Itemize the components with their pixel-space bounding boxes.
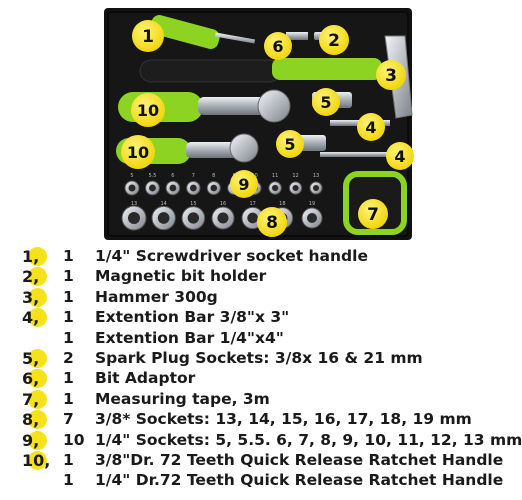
socket-hole (169, 184, 177, 192)
svg-text:10: 10 (137, 101, 159, 120)
socket-size-label: 5.5 (148, 173, 156, 179)
callout-badge-2: 2 (319, 25, 349, 55)
socket-size-label: 7 (192, 173, 195, 179)
bit-adaptor (286, 32, 308, 40)
callout-badge-5-bottom: 5 (276, 130, 304, 158)
svg-text:2: 2 (328, 31, 340, 51)
socket-size-label: 17 (249, 201, 255, 207)
socket-hole (128, 184, 136, 192)
socket-hole (292, 184, 299, 192)
callout-badge-4-top: 4 (357, 113, 385, 141)
socket-hole (157, 212, 170, 224)
socket-hole (307, 213, 317, 223)
svg-text:3: 3 (385, 66, 397, 86)
number-badge (28, 247, 47, 266)
number-badge (28, 369, 47, 389)
svg-text:7: 7 (367, 205, 379, 225)
number-badge (28, 308, 47, 328)
number-badge (28, 430, 47, 450)
socket-hole (149, 184, 156, 192)
socket-hole (272, 184, 279, 192)
number-badge (28, 348, 47, 368)
socket-size-label: 6 (171, 173, 174, 179)
svg-text:5: 5 (320, 93, 331, 112)
callout-badge-3: 3 (376, 60, 406, 90)
number-badge (28, 410, 47, 430)
callout-badge-4-bottom: 4 (386, 142, 414, 170)
socket-hole (187, 212, 199, 224)
socket-size-label: 19 (309, 201, 315, 207)
socket-hole (128, 212, 140, 224)
callout-badge-5-top: 5 (312, 88, 340, 116)
svg-text:1: 1 (142, 27, 154, 47)
socket-size-label: 12 (292, 173, 298, 179)
socket-hole (247, 212, 258, 224)
callout-badge-6: 6 (264, 32, 292, 60)
socket-hole (210, 184, 218, 192)
callout-badge-8: 8 (257, 207, 287, 237)
callout-badge-9: 9 (230, 170, 258, 198)
socket-hole (313, 185, 319, 191)
socket-size-label: 5 (130, 173, 133, 179)
screwdriver-handle (150, 15, 256, 49)
socket-hole (217, 212, 229, 224)
svg-text:4: 4 (394, 147, 405, 166)
socket-size-label: 13 (313, 173, 319, 179)
socket-size-label: 11 (272, 173, 278, 179)
socket-size-label: 18 (279, 201, 285, 207)
number-badge (28, 450, 47, 470)
callout-badge-10-top: 10 (131, 93, 165, 127)
callout-badge-10-bottom: 10 (121, 135, 155, 169)
svg-text:5: 5 (284, 135, 295, 154)
socket-size-label: 8 (212, 173, 215, 179)
socket-hole (190, 184, 197, 192)
number-badge (28, 267, 47, 287)
socket-size-label: 15 (190, 201, 196, 207)
svg-text:8: 8 (266, 213, 278, 233)
callout-badge-7: 7 (358, 199, 388, 229)
three-eighths-sockets: 13 14 15 16 17 18 19 (121, 201, 323, 231)
socket-size-label: 16 (220, 201, 226, 207)
socket-size-label: 14 (160, 201, 166, 207)
svg-text:6: 6 (272, 37, 283, 56)
svg-text:10: 10 (127, 143, 149, 162)
svg-text:9: 9 (238, 175, 249, 194)
number-badge (28, 287, 47, 307)
number-badge (28, 389, 47, 409)
socket-size-label: 13 (131, 201, 137, 207)
svg-text:4: 4 (365, 118, 376, 137)
callout-badge-1: 1 (132, 20, 164, 52)
